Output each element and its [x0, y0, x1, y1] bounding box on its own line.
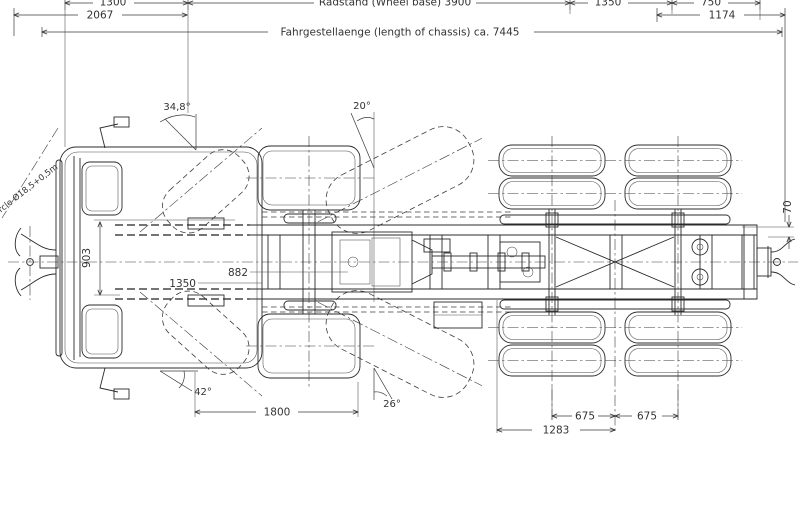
angle-front-swing: 34,8° — [163, 102, 190, 113]
angle-driveline: 20° — [353, 101, 371, 112]
dim-cab-offset: 903 — [81, 248, 93, 268]
dim-1800: 1800 — [195, 372, 358, 419]
dim-chassis-length: Fahrgestellaenge (length of chassis) ca.… — [281, 27, 520, 39]
dim-675-675: 675 675 — [496, 300, 678, 433]
dim-frame-width-a: 882 — [228, 267, 248, 279]
extension-lines-top — [64, 10, 761, 147]
dim-rear-section: 750 — [701, 0, 721, 9]
angle-20: 20° — [350, 101, 375, 302]
dim-903: 903 — [81, 219, 235, 295]
dim-bogie-to-frame: 1283 — [543, 425, 570, 437]
top-dimension-row-2: 2067 1174 — [14, 8, 785, 222]
angle-34-8: 34,8° — [159, 102, 197, 151]
rear-suspension — [499, 209, 731, 315]
turning-circle-note: circle Ø18,5+0,5m — [0, 127, 60, 220]
frame-rails — [250, 224, 757, 329]
dim-rear-frame-offset: 70 — [782, 200, 794, 213]
dim-bogie-spread: 1350 — [595, 0, 622, 9]
front-axle-group — [257, 126, 512, 398]
leader-labels: 882 1350 — [169, 267, 348, 290]
dim-1283: 1283 — [497, 425, 615, 437]
rear-end — [743, 224, 796, 300]
dim-wheelbase: Radstand (Wheel base) 3900 — [319, 0, 471, 9]
dim-frame-width-b: 1350 — [169, 278, 196, 290]
centerlines — [8, 136, 798, 433]
dim-70: 70 — [742, 200, 794, 249]
top-dimension-row-1: 1300 Radstand (Wheel base) 3900 1350 750 — [65, 0, 760, 10]
cab — [55, 116, 263, 400]
rear-wheels — [498, 144, 732, 377]
dim-bogie-front-half: 675 — [575, 411, 595, 423]
dim-front-section: 1300 — [100, 0, 127, 9]
turning-circle-label: circle Ø18,5+0,5m — [0, 162, 60, 220]
angle-steer-outer: 26° — [383, 399, 401, 410]
dim-rear-group: 1174 — [709, 10, 736, 22]
top-dimension-row-3: Fahrgestellaenge (length of chassis) ca.… — [42, 27, 782, 39]
angle-steer-inner: 42° — [194, 387, 212, 398]
dim-front-group: 2067 — [87, 10, 114, 22]
angle-26: 26° — [373, 367, 401, 410]
dim-bogie-rear-half: 675 — [637, 411, 657, 423]
angle-42: 42° — [159, 370, 212, 398]
dim-steer-envelope: 1800 — [264, 407, 291, 419]
front-tow-coupling — [14, 226, 59, 300]
